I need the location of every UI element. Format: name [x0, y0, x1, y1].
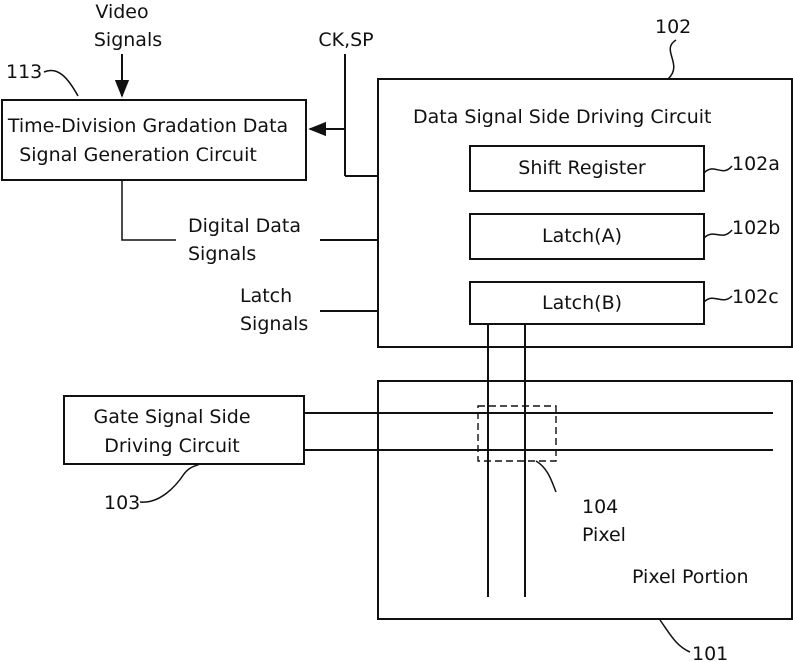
pixel-portion: Pixel Portion 101 [378, 381, 792, 662]
data-driver-ref-label: 102 [655, 16, 691, 38]
gate-driver-line2: Driving Circuit [104, 435, 240, 457]
pixel-portion-ref-leader [660, 620, 690, 652]
digital-data-label-line1: Digital Data [188, 215, 301, 237]
digital-data-label-line2: Signals [188, 243, 256, 265]
digital-data-path [122, 180, 176, 240]
gradation-signal-generator: Time-Division Gradation Data Signal Gene… [2, 61, 306, 180]
latch-a-ref-label: 102b [732, 217, 780, 239]
latch-a-label: Latch(A) [542, 225, 622, 247]
gate-driver-line1: Gate Signal Side [93, 406, 250, 428]
data-signal-side-driver: Data Signal Side Driving Circuit 102 Shi… [378, 16, 792, 347]
gate-signal-side-driver: Gate Signal Side Driving Circuit 103 [64, 396, 304, 514]
generator-ref-label: 113 [6, 61, 42, 83]
data-driver-title: Data Signal Side Driving Circuit [413, 106, 711, 128]
shift-register-label: Shift Register [518, 157, 646, 179]
gradation-signal-generator-box [2, 100, 306, 180]
data-driver-ref-leader [668, 40, 676, 79]
gradation-signal-generator-line2: Signal Generation Circuit [19, 144, 257, 166]
video-signals-input: Video Signals [94, 1, 162, 96]
latch-signals-label-line1: Latch [240, 285, 292, 307]
latch-b-ref-label: 102c [732, 286, 779, 308]
video-signals-label-line1: Video [95, 1, 148, 23]
pixel-portion-label: Pixel Portion [632, 566, 749, 588]
shift-register-ref-label: 102a [732, 153, 780, 175]
gate-driver-ref-label: 103 [104, 492, 140, 514]
gate-driver-ref-leader [140, 464, 200, 502]
video-signals-label-line2: Signals [94, 29, 162, 51]
pixel-label: Pixel [582, 524, 626, 546]
pixel-portion-ref-label: 101 [692, 643, 728, 662]
generator-ref-leader [44, 70, 78, 96]
gradation-signal-generator-line1: Time-Division Gradation Data [7, 115, 288, 137]
latch-signals-label-line2: Signals [240, 313, 308, 335]
ck-sp-label: CK,SP [318, 29, 373, 51]
latch-b-label: Latch(B) [542, 292, 622, 314]
pixel-ref-label: 104 [582, 496, 618, 518]
